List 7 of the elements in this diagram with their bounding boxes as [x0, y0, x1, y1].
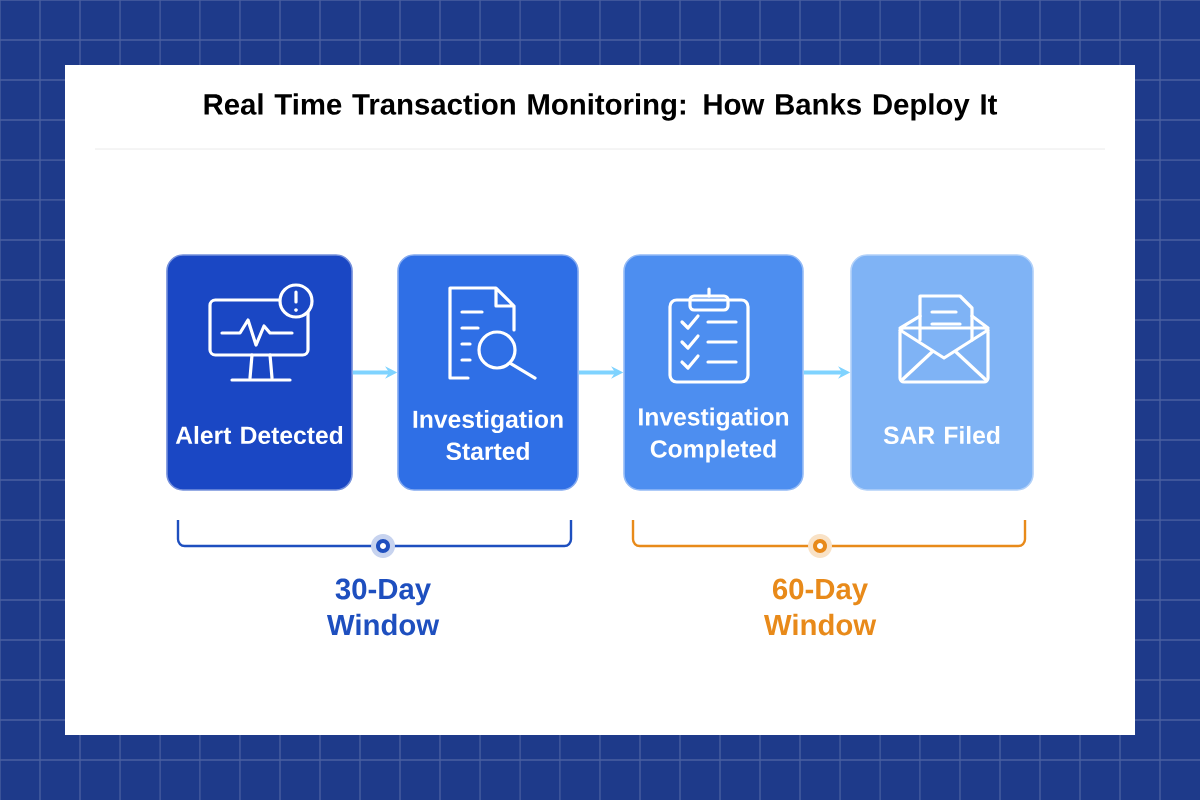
process-box: Alert Detected — [166, 254, 353, 491]
title: Real Time Transaction Monitoring: How Banks Deploy It — [204, 93, 998, 121]
process-box: SAR Filed — [850, 254, 1034, 491]
process-box: Investigation Started — [397, 254, 579, 491]
process-box: Investigation Completed — [623, 254, 804, 491]
window-label: 30-Day Window — [326, 578, 440, 636]
window-label: 60-Day Window — [763, 578, 877, 636]
